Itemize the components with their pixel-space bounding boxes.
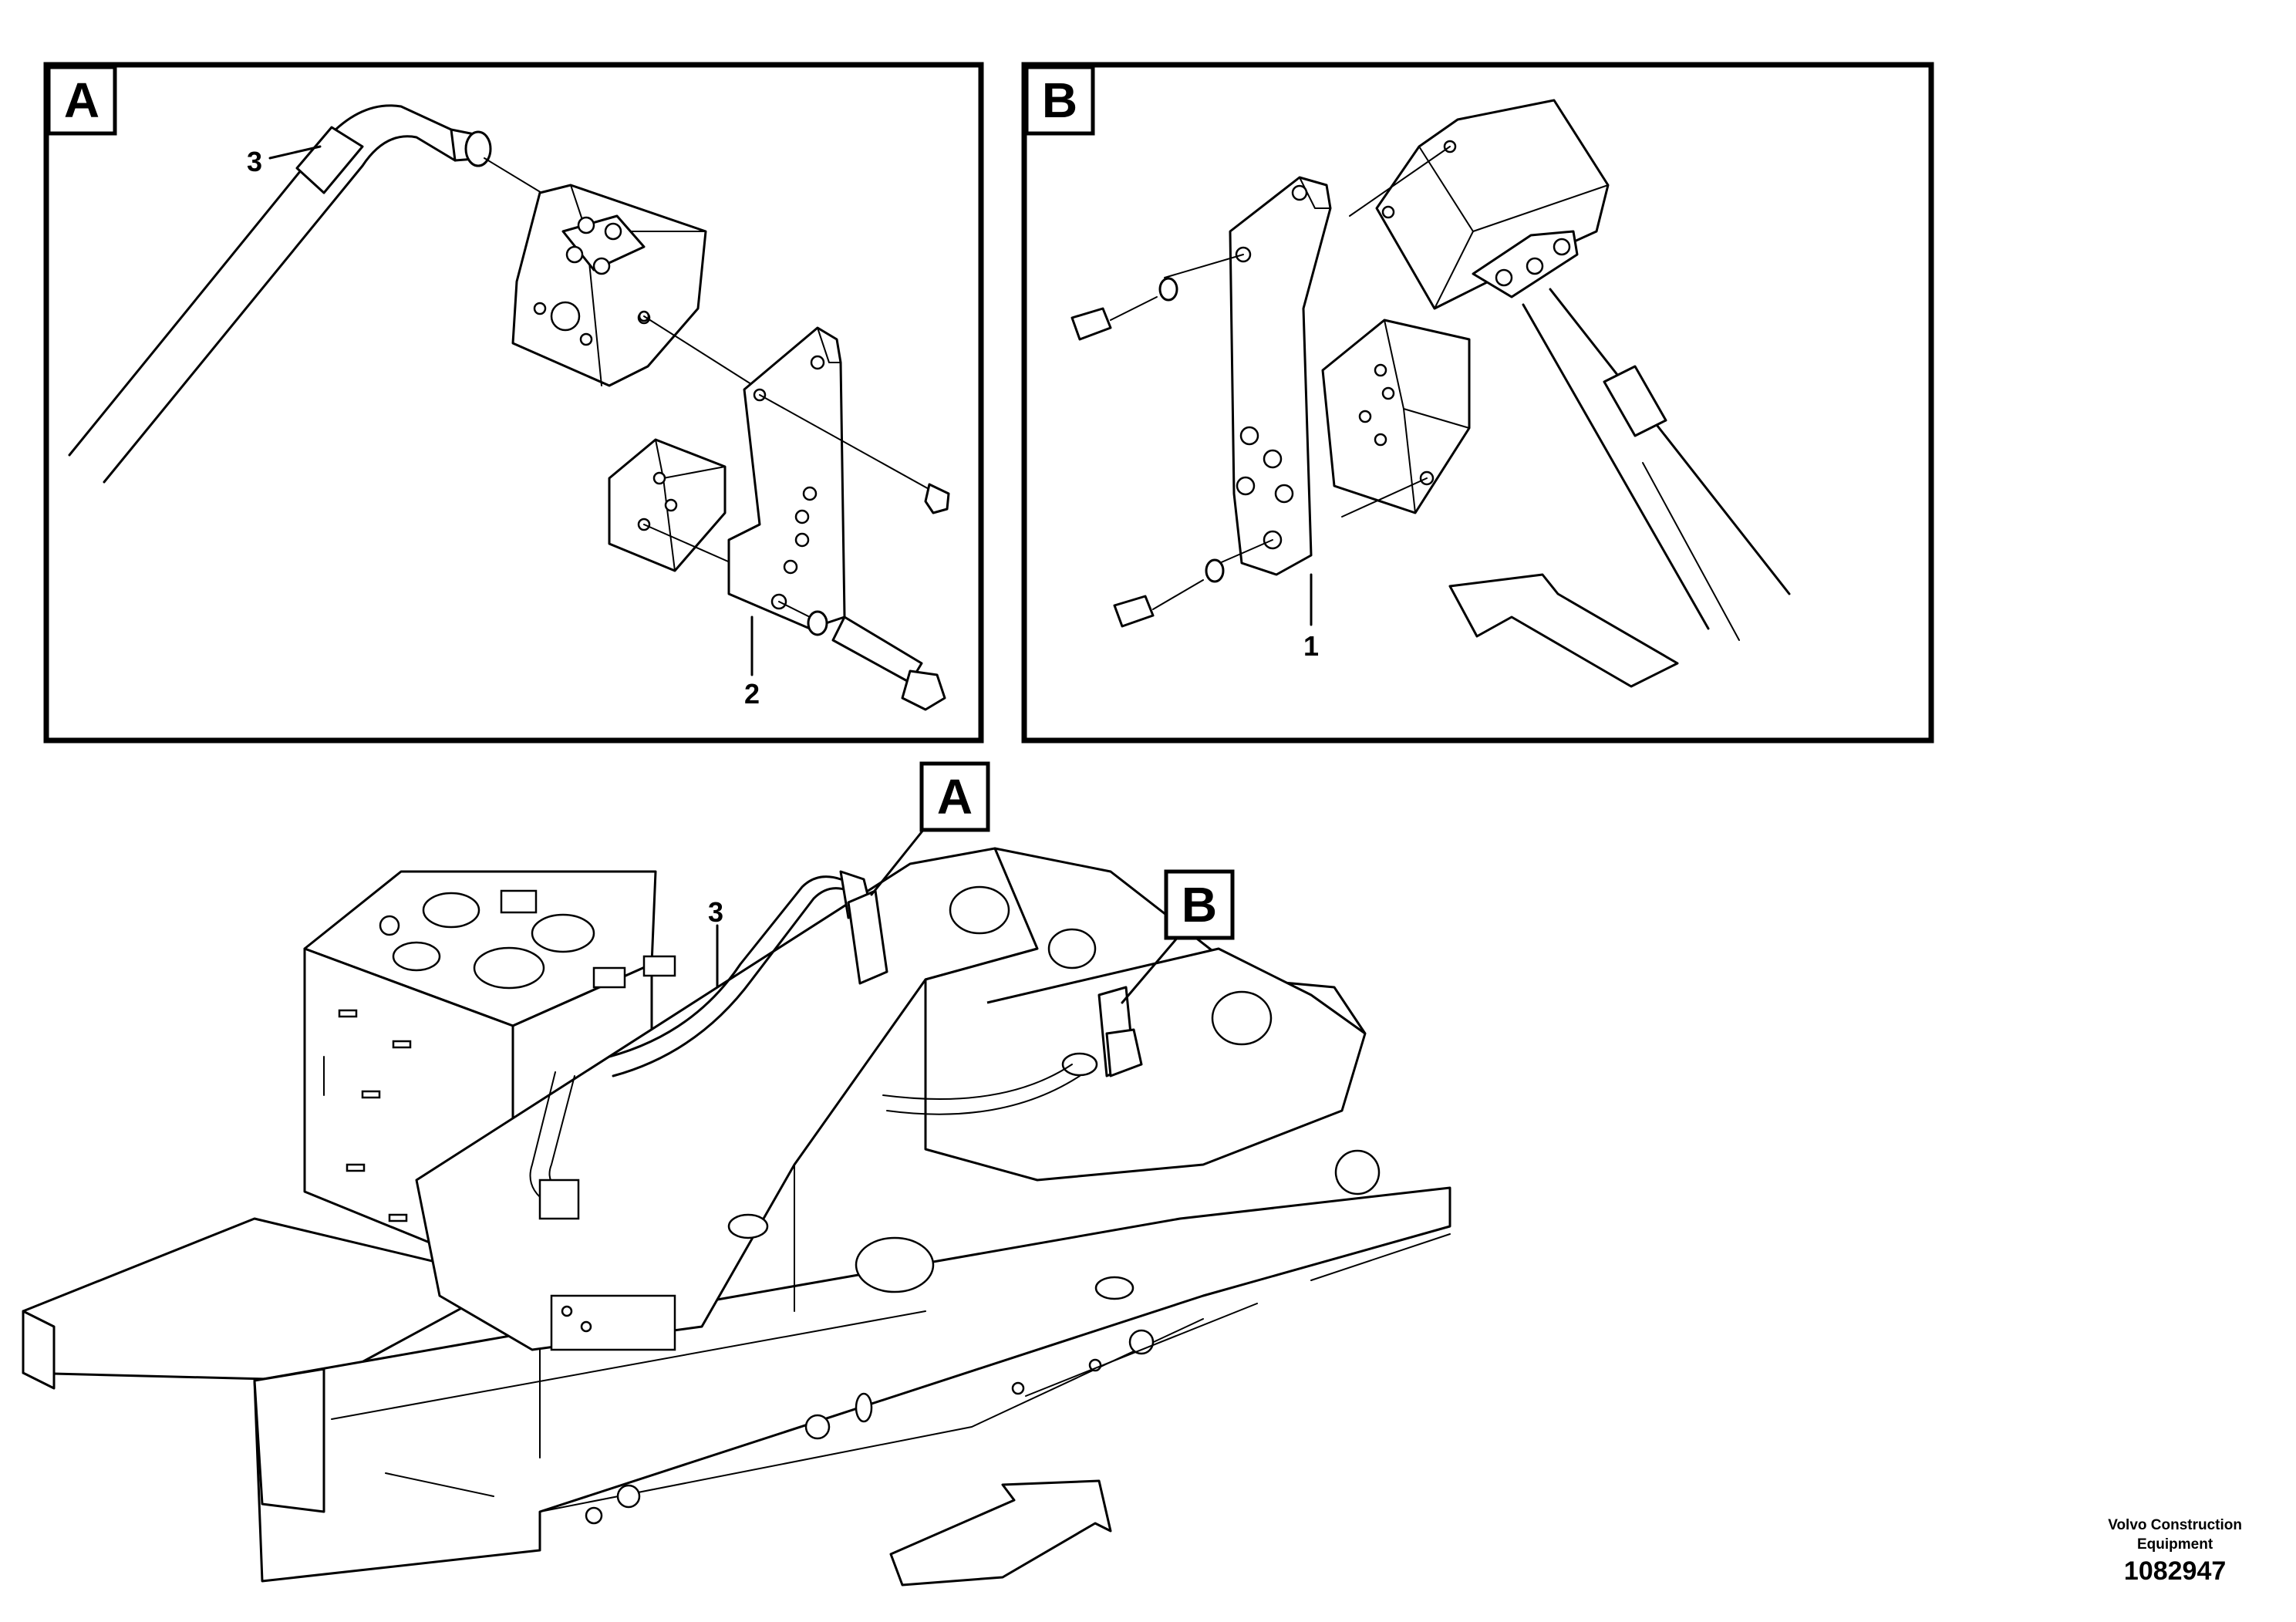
overview-tag-b: B xyxy=(1182,877,1217,932)
callout-hose-overview: 3 xyxy=(708,896,723,928)
valve-block xyxy=(511,184,760,390)
callout-bracket-b: 1 xyxy=(1303,630,1319,662)
callout-bracket-a: 2 xyxy=(744,678,760,710)
view-direction-arrow-a xyxy=(889,1479,1112,1587)
bolts-b xyxy=(1070,277,1225,628)
panel-b-tag-box xyxy=(1024,65,1095,136)
mounting-bracket-b xyxy=(1164,176,1332,576)
panel-b-tag: B xyxy=(1042,73,1077,128)
hydraulic-hose xyxy=(68,104,587,484)
panel-a-tag-box xyxy=(46,65,117,136)
brand-line-2: Equipment xyxy=(2137,1536,2213,1553)
panel-a-frame xyxy=(43,62,984,744)
brand-line-1: Volvo Construction xyxy=(2108,1517,2242,1533)
panel-a-tag: A xyxy=(64,73,99,128)
chassis-frame xyxy=(22,1186,1451,1583)
valve-block-b xyxy=(1349,99,1610,310)
callout-hose-a: 3 xyxy=(247,146,262,177)
mounting-bracket-a xyxy=(727,326,938,630)
overview-tag-a-box xyxy=(919,761,990,832)
drawing-number: 1082947 xyxy=(2123,1556,2227,1586)
drawing-footer: Volvo Construction Equipment 1082947 xyxy=(2108,1516,2242,1588)
overview-tag-a: A xyxy=(937,769,973,824)
machine-overview: A B 3 xyxy=(22,761,1451,1587)
panel-b-frame xyxy=(1021,62,1934,744)
detail-panel-a: A xyxy=(43,62,984,744)
overview-tag-b-box xyxy=(1164,869,1235,940)
hydraulic-hose-b xyxy=(1522,288,1791,641)
leader-hose xyxy=(268,145,322,160)
spacer-plate-b xyxy=(1321,319,1471,518)
spacer-plate-a xyxy=(608,438,741,572)
overview-hose xyxy=(529,870,1143,1220)
bolts-a xyxy=(778,483,950,711)
detail-panel-b: B xyxy=(1021,62,1934,744)
view-direction-arrow-b xyxy=(1448,573,1679,688)
